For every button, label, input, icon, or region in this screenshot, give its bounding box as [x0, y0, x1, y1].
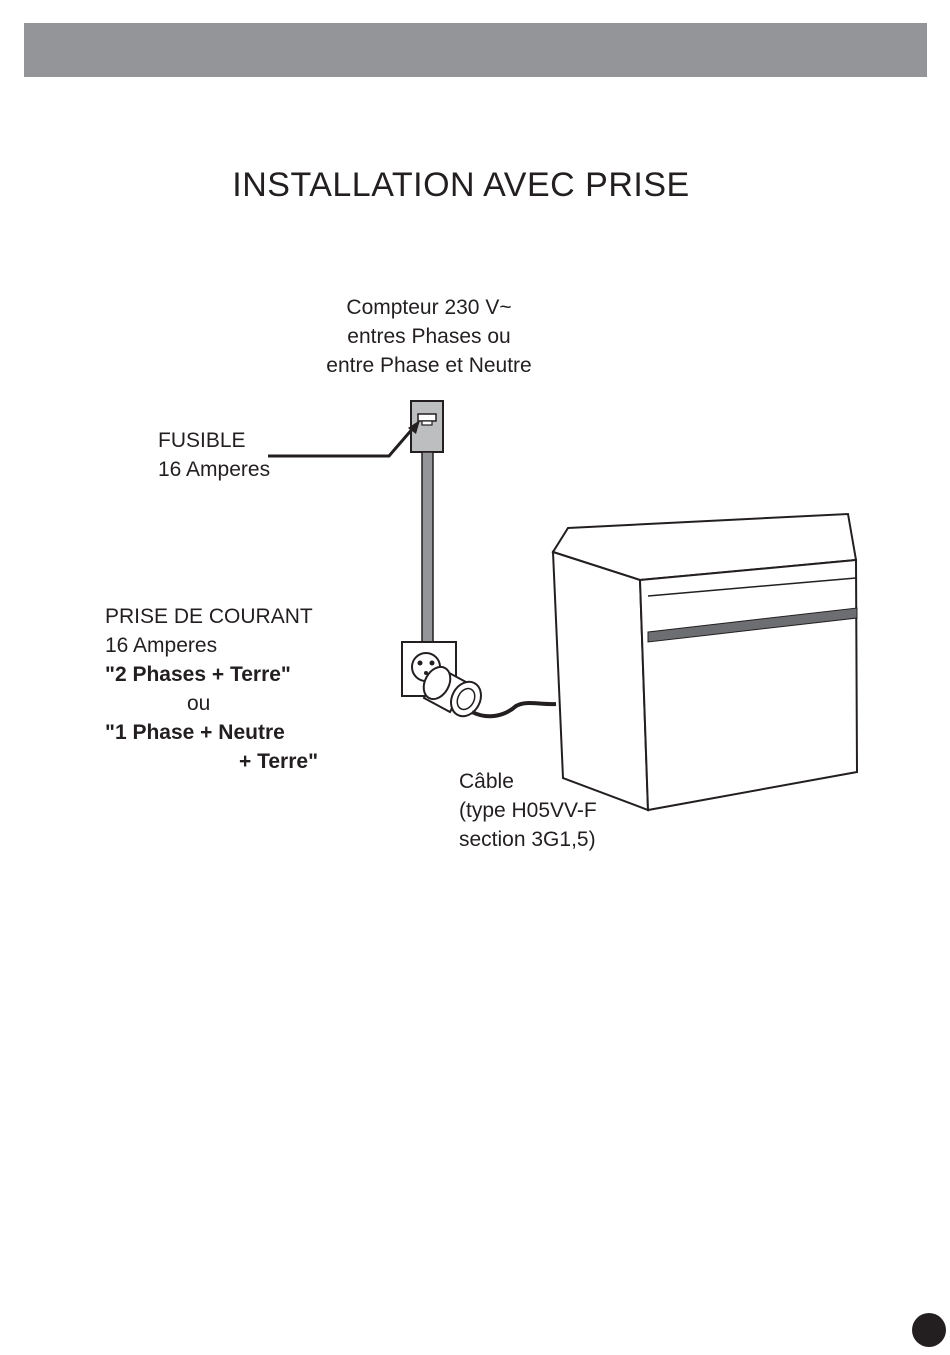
meter-label-line: entre Phase et Neutre [300, 351, 558, 380]
fuse-label-line: 16 Amperes [158, 455, 270, 484]
socket-label-line: PRISE DE COURANT [105, 602, 345, 631]
cable-label-line: section 3G1,5) [459, 825, 597, 854]
fuse-label: FUSIBLE 16 Amperes [158, 426, 270, 484]
appliance-cord [472, 703, 556, 716]
meter-label-line: Compteur 230 V~ [300, 293, 558, 322]
socket-label: PRISE DE COURANT 16 Amperes "2 Phases + … [105, 602, 345, 776]
cable-label-line: Câble [459, 767, 597, 796]
meter-label-line: entres Phases ou [300, 322, 558, 351]
socket-option-phase-neutral: "1 Phase + Neutre [105, 718, 345, 747]
oven-appliance [553, 514, 857, 810]
fuse-label-line: FUSIBLE [158, 426, 270, 455]
socket-option-phase-neutral-cont: + Terre" [105, 747, 345, 776]
socket-label-line: 16 Amperes [105, 631, 345, 660]
supply-cable [422, 452, 433, 642]
page-marker-dot [912, 1313, 946, 1347]
fuse-leader-line [268, 420, 420, 456]
meter-label: Compteur 230 V~ entres Phases ou entre P… [300, 293, 558, 380]
socket-option-separator: ou [105, 689, 345, 718]
cable-label: Câble (type H05VV-F section 3G1,5) [459, 767, 597, 854]
cable-label-line: (type H05VV-F [459, 796, 597, 825]
socket-option-two-phases: "2 Phases + Terre" [105, 660, 345, 689]
